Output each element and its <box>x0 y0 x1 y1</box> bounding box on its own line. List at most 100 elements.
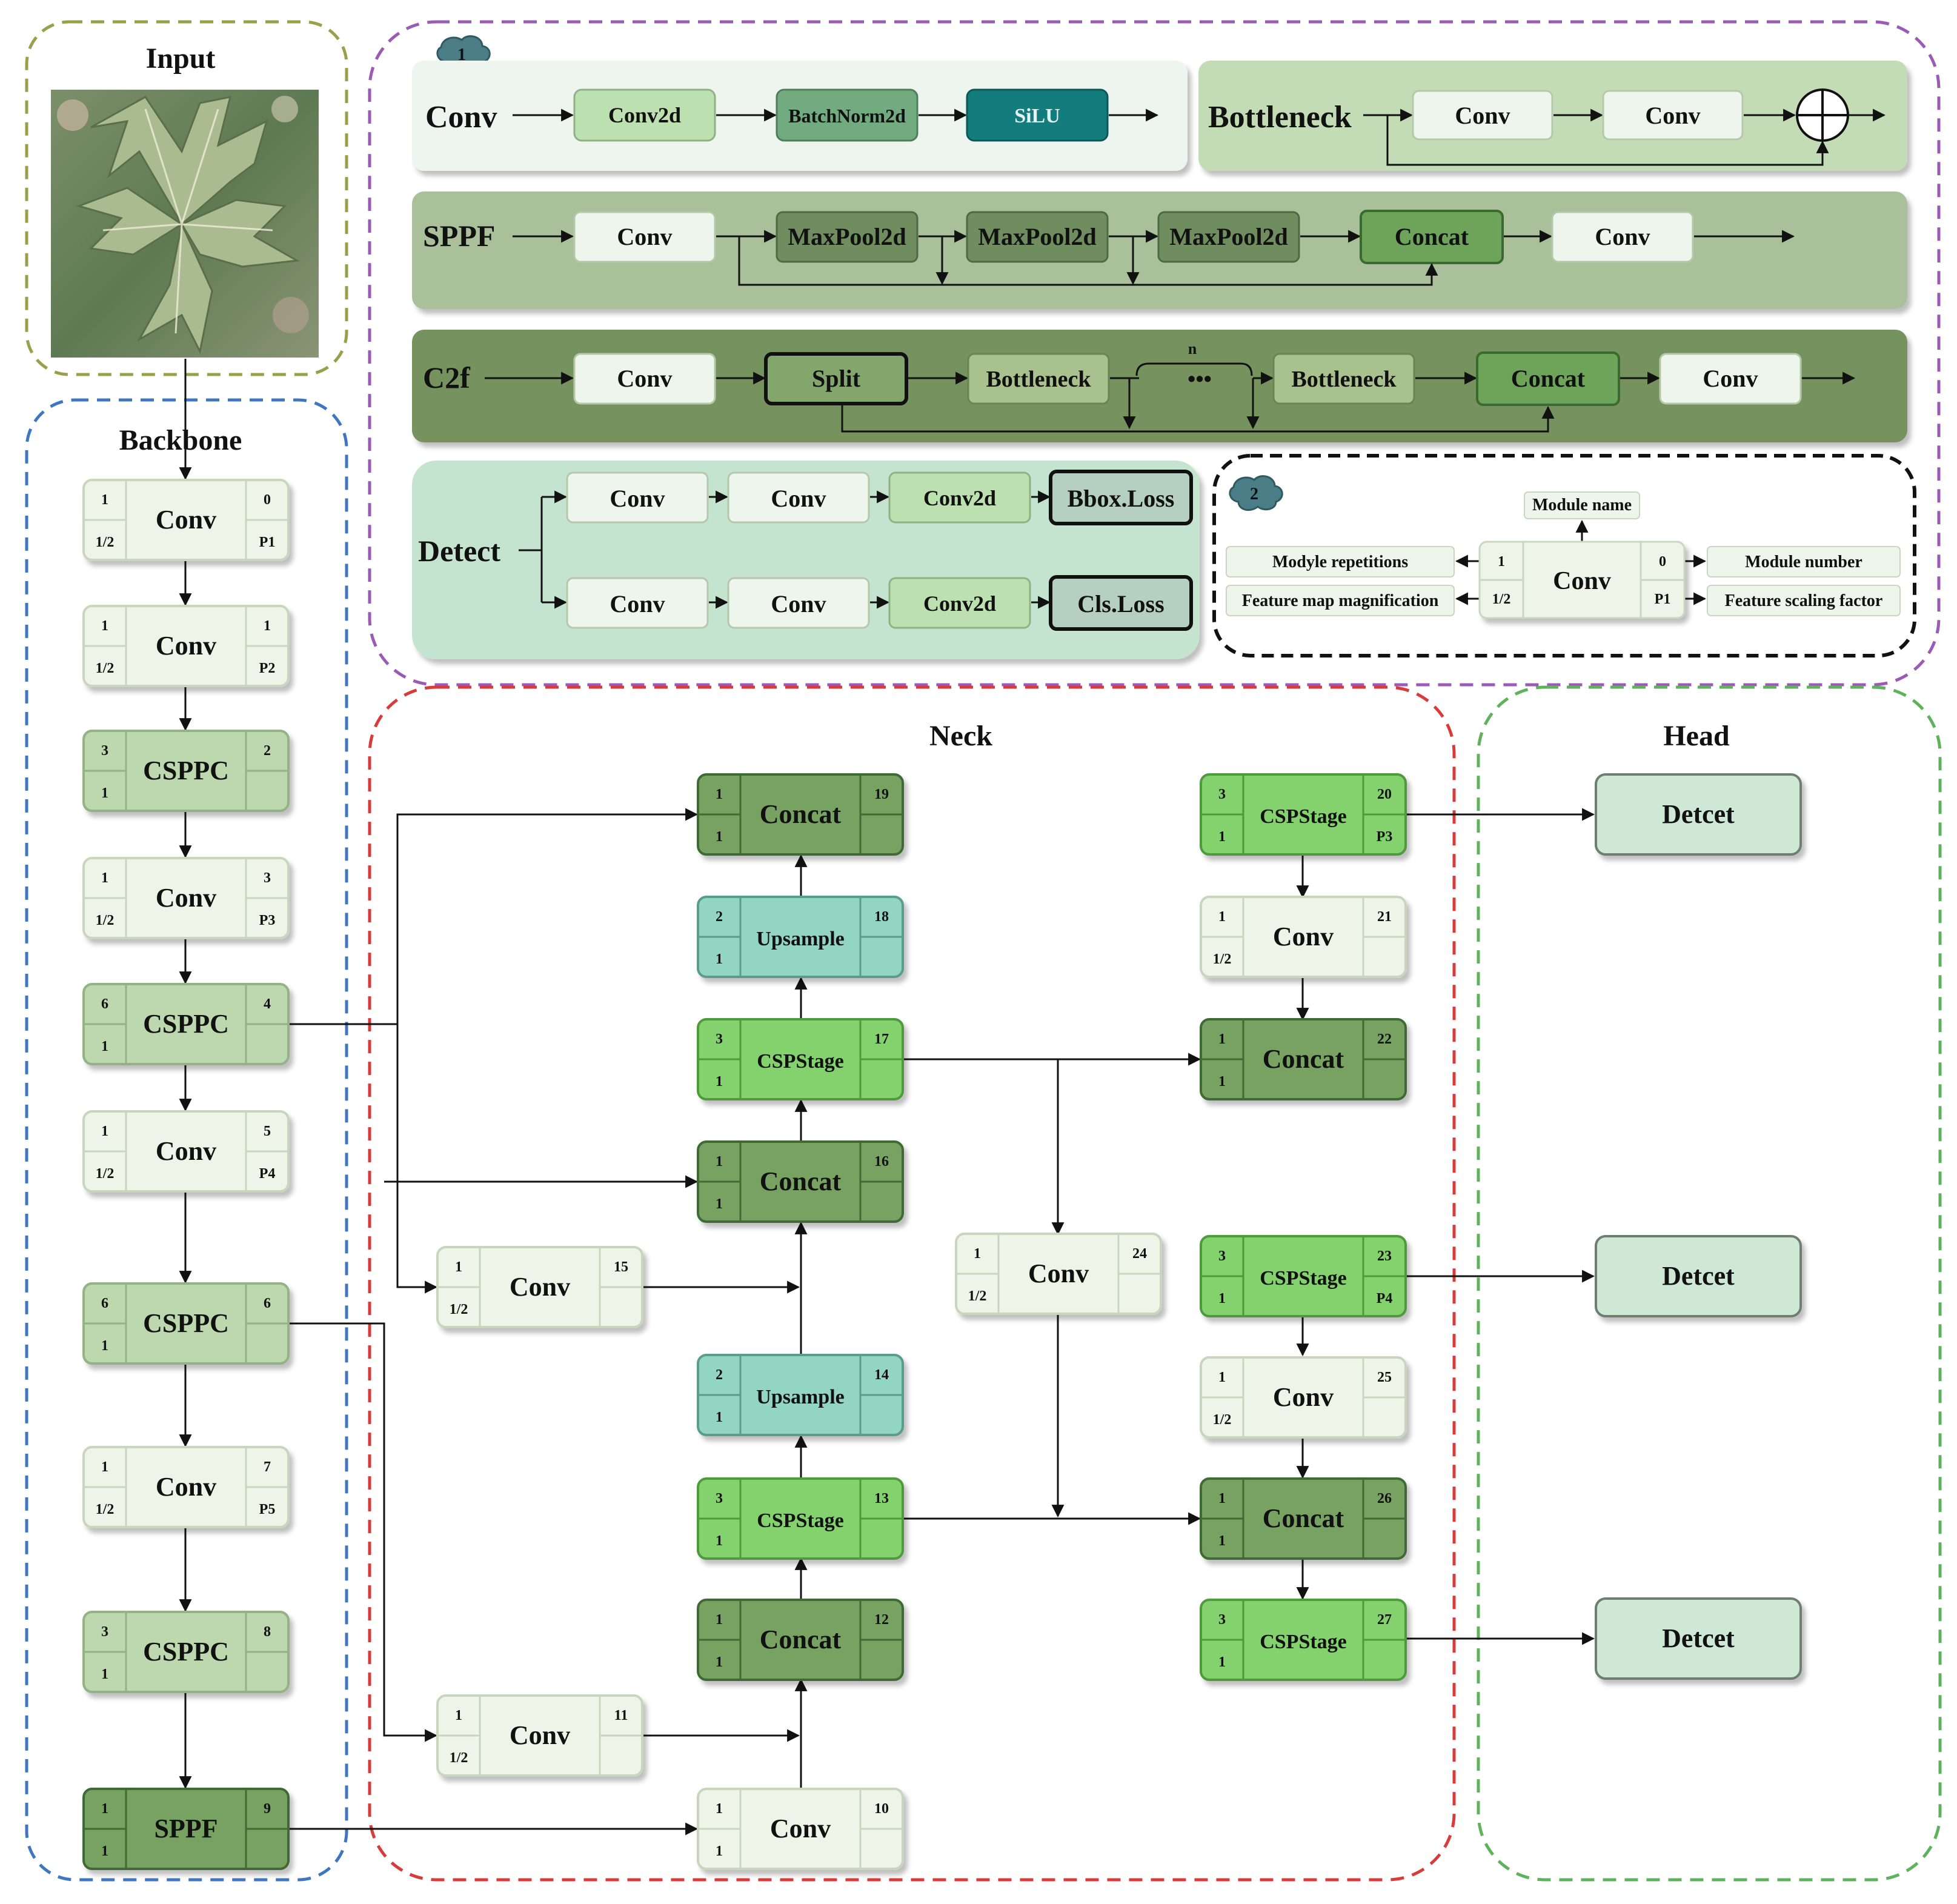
module-bl-label: 1/2 <box>96 1502 115 1517</box>
module-bl-label: 1 <box>1218 829 1226 845</box>
c2f-conv-1-label: Conv <box>617 365 672 392</box>
module-name: Conv <box>1273 922 1334 951</box>
module-name: Conv <box>156 631 216 661</box>
batchnorm2d-label: BatchNorm2d <box>788 105 906 127</box>
module-bl-label: 1 <box>101 1843 108 1859</box>
c2f-concat <box>1476 351 1620 406</box>
module-tl-label: 1 <box>101 492 108 508</box>
module-bl-label: 1 <box>1218 1291 1226 1307</box>
module-br-label: P3 <box>259 913 276 928</box>
module-name: Upsample <box>756 928 844 950</box>
legend-2-example-tr: 0 <box>1659 554 1666 570</box>
maxpool-3 <box>1157 211 1300 263</box>
batchnorm2d-block <box>776 88 919 142</box>
maxpool-2-label: MaxPool2d <box>978 223 1097 250</box>
module-tr-label: 17 <box>874 1031 889 1047</box>
module-tr-label: 14 <box>874 1367 889 1383</box>
bottleneck-conv-2-label: Conv <box>1645 102 1700 129</box>
module-tr-label: 25 <box>1377 1370 1392 1385</box>
module-tr-label: 2 <box>264 743 271 759</box>
module-tl-label: 1 <box>455 1708 462 1723</box>
module-tr-label: 26 <box>1377 1491 1392 1506</box>
module-br-label: P1 <box>259 534 276 550</box>
c2f-concat-label: Concat <box>1511 365 1586 392</box>
module-bl-label: 1 <box>101 1338 108 1354</box>
detect-r1-conv-1-label: Conv <box>610 485 665 512</box>
module-name: CSPStage <box>1260 1267 1347 1290</box>
module-br-label: P2 <box>259 661 276 676</box>
module-tl-label: 3 <box>1218 1248 1226 1264</box>
module-name: CSPStage <box>757 1510 844 1532</box>
module-tr-label: 6 <box>264 1296 271 1311</box>
module-tl-label: 3 <box>101 743 108 759</box>
module-bl-label: 1/2 <box>450 1750 468 1766</box>
module-bl-label: 1/2 <box>1213 951 1232 967</box>
legend-1: 1 Conv Conv2d BatchNorm2d SiLU Bottlenec… <box>412 35 1907 659</box>
module-name: Conv <box>156 505 216 534</box>
module-name: Concat <box>760 799 842 829</box>
add-icon <box>1796 88 1849 142</box>
module-tl-label: 1 <box>455 1259 462 1275</box>
input-region <box>25 20 348 376</box>
module-bl-label: 1 <box>101 785 108 801</box>
legend-2-example-module: Conv 1 1/2 0 P1 <box>1478 541 1686 619</box>
module-name: Conv <box>770 1814 831 1843</box>
module-tr-label: 1 <box>264 618 271 634</box>
module-bl-label: 1/2 <box>96 534 115 550</box>
detect-r1-conv2d <box>888 471 1031 524</box>
module-tr-label: 22 <box>1377 1031 1392 1047</box>
module-bl-label: 1 <box>716 1533 723 1549</box>
module-bl-label: 1/2 <box>96 1166 115 1182</box>
module-tr-label: 8 <box>264 1624 271 1640</box>
detect-def-title: Detect <box>418 534 500 568</box>
module-name: CSPPC <box>143 756 229 785</box>
sppf-conv-1-label: Conv <box>617 223 672 250</box>
legend-region <box>368 20 1941 687</box>
module-br-label: P4 <box>259 1166 276 1182</box>
c2f-conv-2 <box>1659 353 1802 405</box>
module-tr-label: 5 <box>264 1123 271 1139</box>
module-tl-label: 1 <box>101 1801 108 1817</box>
detect-r1-conv2d-label: Conv2d <box>923 486 996 510</box>
module-tr-label: 21 <box>1377 909 1392 925</box>
bottleneck-conv-1 <box>1412 90 1553 141</box>
maxpool-3-label: MaxPool2d <box>1169 223 1288 250</box>
c2f-bottleneck-2-label: Bottleneck <box>1291 367 1397 392</box>
c2f-ellipsis: ••• <box>1188 367 1212 392</box>
sppf-concat-label: Concat <box>1395 223 1469 250</box>
module-tl-label: 1 <box>101 1123 108 1139</box>
module-tr-label: 23 <box>1377 1248 1392 1264</box>
detect-r2-conv-1-label: Conv <box>610 590 665 617</box>
module-tr-label: 20 <box>1377 787 1392 802</box>
head-detect-1: Detcet <box>1595 773 1802 856</box>
module-tr-label: 3 <box>264 870 271 886</box>
maxpool-1-label: MaxPool2d <box>788 223 906 250</box>
module-tr-label: 19 <box>874 787 889 802</box>
module-name: CSPStage <box>1260 805 1347 828</box>
input-title: Input <box>146 42 216 75</box>
legend-2-badge-label: 2 <box>1250 485 1258 504</box>
conv2d-label: Conv2d <box>608 103 681 127</box>
backbone-region <box>25 398 348 1882</box>
module-tr-label: 7 <box>264 1459 271 1475</box>
module-name: Conv <box>510 1720 570 1750</box>
module-tl-label: 1 <box>101 870 108 886</box>
module-bl-label: 1 <box>716 1410 723 1425</box>
module-tr-label: 12 <box>874 1612 889 1628</box>
c2f-split <box>764 352 908 405</box>
module-name: Conv <box>1028 1259 1089 1288</box>
module-bl-label: 1/2 <box>96 661 115 676</box>
legend-2-example-br: P1 <box>1655 591 1671 607</box>
module-name: CSPPC <box>143 1308 229 1338</box>
module-name: CSPPC <box>143 1637 229 1666</box>
